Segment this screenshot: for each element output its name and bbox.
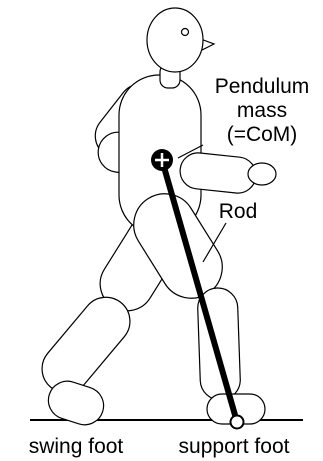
label-rod: Rod <box>219 200 258 223</box>
open-circle-icon <box>231 416 244 429</box>
front-arm <box>178 151 276 195</box>
eye <box>182 29 189 36</box>
circle-with-cross-icon <box>151 149 173 171</box>
label-pendulum-line1: Pendulum <box>215 75 310 98</box>
front-hand <box>248 163 276 185</box>
swing-shin <box>32 287 139 402</box>
label-pendulum-line2: mass <box>237 99 287 122</box>
label-swing-foot: swing foot <box>29 435 124 458</box>
head <box>147 8 214 72</box>
label-support-foot: support foot <box>179 435 290 458</box>
head-shape <box>147 8 203 72</box>
label-pendulum-line3: (=CoM) <box>227 123 298 146</box>
